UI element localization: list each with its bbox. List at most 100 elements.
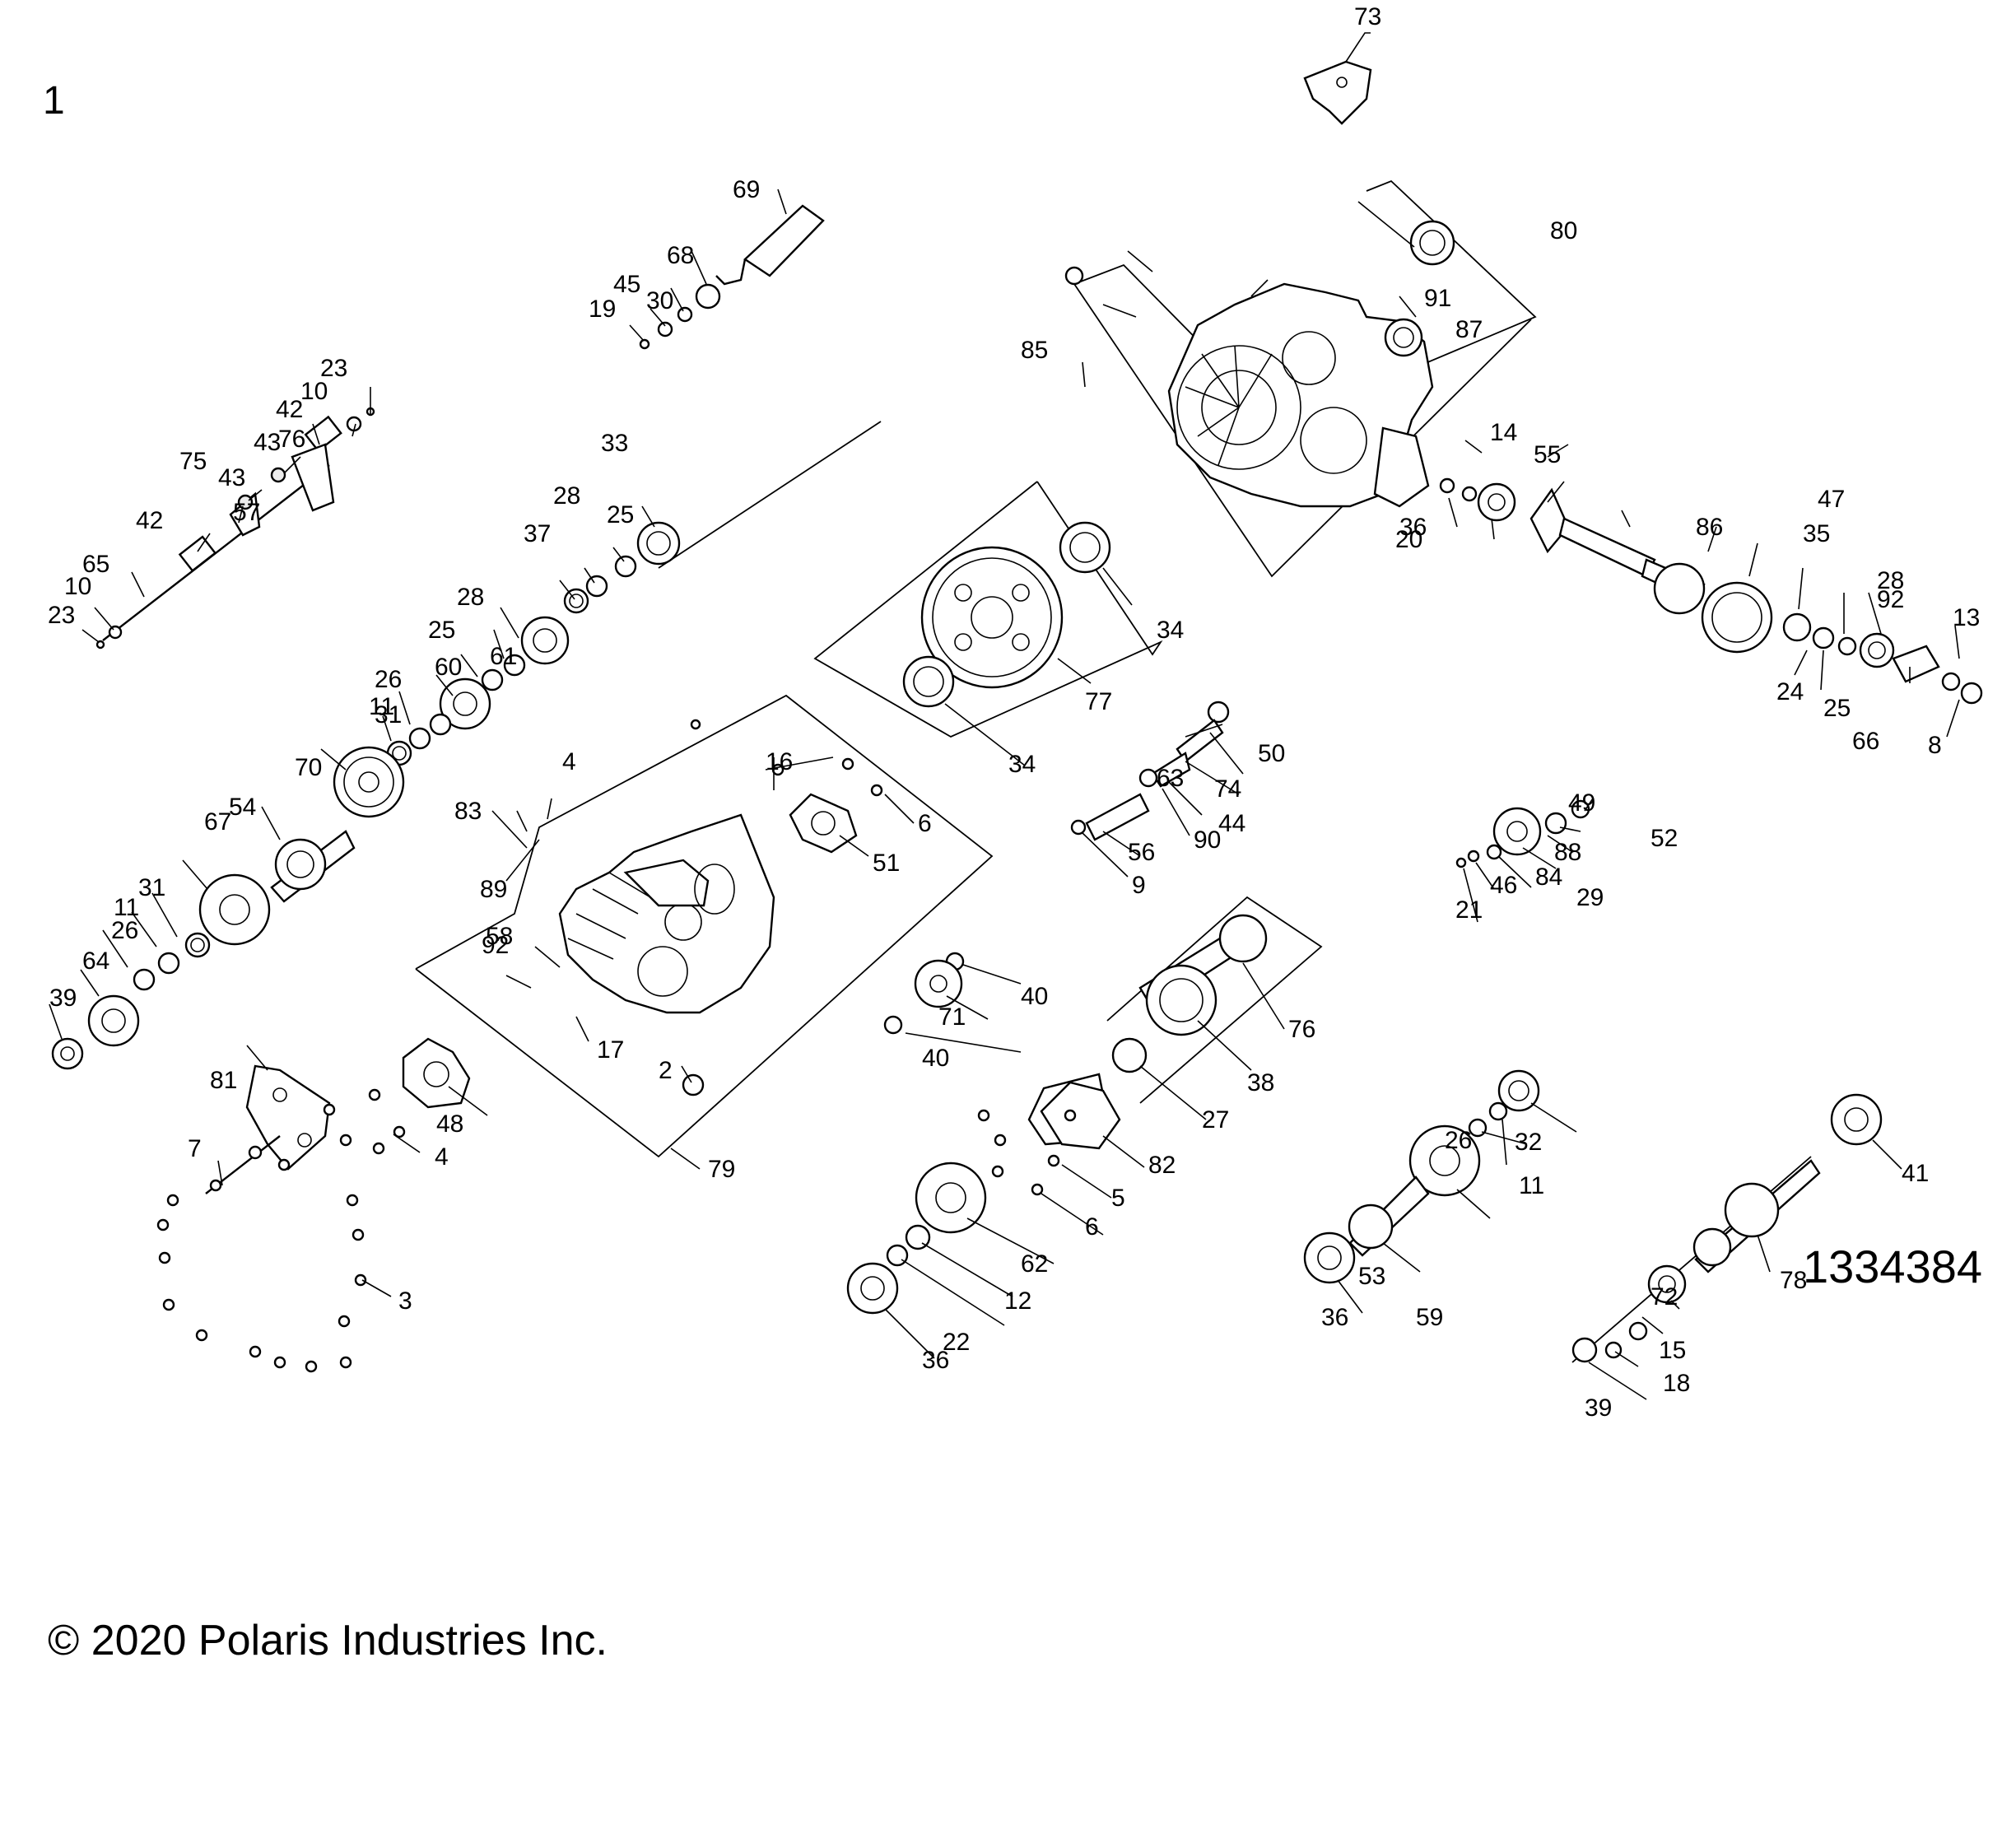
callout: 43 <box>254 429 281 456</box>
callout: 19 <box>589 296 616 323</box>
callout: 31 <box>138 874 165 901</box>
callout: 72 <box>1651 1283 1678 1311</box>
callout: 20 <box>1395 526 1422 553</box>
bracket-81-b <box>1073 283 1532 578</box>
callout: 74 <box>1214 775 1241 803</box>
callout-labels: 1 2 3 4 4 5 6 6 7 8 9 10 10 11 11 11 12 … <box>48 3 1980 1422</box>
callout: 92 <box>482 932 509 959</box>
callout: 79 <box>708 1156 735 1183</box>
callout: 33 <box>601 430 628 457</box>
bracket-77 <box>1106 896 1323 1104</box>
callout: 78 <box>1780 1267 1807 1294</box>
callout: 77 <box>1085 688 1112 715</box>
callout: 11 <box>1519 1172 1544 1199</box>
callout: 48 <box>436 1110 463 1138</box>
callout: 89 <box>480 876 507 903</box>
callout: 92 <box>1877 586 1904 613</box>
callout: 11 <box>114 894 139 921</box>
callout: 22 <box>943 1329 970 1356</box>
callout: 65 <box>82 551 109 578</box>
callout: 25 <box>607 501 634 528</box>
callout: 6 <box>1085 1213 1099 1241</box>
callout: 35 <box>1803 520 1830 547</box>
callout: 30 <box>646 287 673 314</box>
callout: 71 <box>938 1003 966 1031</box>
covers-and-brackets <box>245 60 1372 1171</box>
callout: 29 <box>1576 884 1604 911</box>
callout: 61 <box>490 643 517 670</box>
callout: 28 <box>1877 567 1904 594</box>
axis-line-upper-shaft <box>658 421 882 569</box>
callout: 70 <box>295 754 322 781</box>
callout: 56 <box>1128 839 1155 866</box>
callout: 87 <box>1455 316 1483 343</box>
callout: 24 <box>1776 678 1804 705</box>
callout: 14 <box>1490 419 1517 446</box>
callout: 5 <box>1111 1185 1125 1212</box>
callout: 34 <box>1008 751 1036 778</box>
upper-shaft-gears <box>51 521 681 1070</box>
callout: 55 <box>1534 441 1561 468</box>
callout: 59 <box>1416 1304 1443 1331</box>
callout: 50 <box>1258 740 1285 767</box>
callout: 28 <box>553 482 580 510</box>
callout: 83 <box>454 798 482 825</box>
callout: 38 <box>1247 1069 1274 1096</box>
callout: 40 <box>922 1045 949 1072</box>
callout: 36 <box>1399 514 1427 541</box>
callout: 58 <box>486 923 513 950</box>
callout: 23 <box>48 602 75 629</box>
callout: 10 <box>64 573 91 600</box>
callout: 69 <box>733 176 760 203</box>
assembly-brackets <box>415 179 1812 1363</box>
callout: 21 <box>1455 896 1483 924</box>
callout: 8 <box>1928 732 1942 759</box>
lower-gear-groups <box>846 914 1883 1363</box>
ring-gear-group <box>902 521 1111 708</box>
callout: 90 <box>1194 826 1221 854</box>
callout: 6 <box>918 810 932 837</box>
callout: 81 <box>210 1067 237 1094</box>
callout: 36 <box>1321 1304 1348 1331</box>
callout: 39 <box>1585 1394 1612 1422</box>
copyright-notice: © 2020 Polaris Industries Inc. <box>48 1617 608 1664</box>
callout: 64 <box>82 947 109 975</box>
callout: 52 <box>1651 825 1678 852</box>
callout: 60 <box>435 654 462 681</box>
callout: 88 <box>1554 839 1581 866</box>
callout: 26 <box>1445 1127 1472 1154</box>
callout: 26 <box>111 917 138 944</box>
callout: 47 <box>1818 486 1845 513</box>
callout: 76 <box>1288 1016 1315 1043</box>
callout: 76 <box>278 426 305 453</box>
callout: 3 <box>398 1287 412 1315</box>
callout: 16 <box>766 748 793 775</box>
callout: 11 <box>369 693 394 720</box>
callout: 73 <box>1354 3 1381 30</box>
callout: 91 <box>1424 285 1451 312</box>
callout: 25 <box>1823 695 1851 722</box>
callout: 27 <box>1202 1106 1229 1134</box>
bracket-78 <box>813 481 1163 738</box>
shift-fork-group <box>95 407 375 649</box>
callout: 66 <box>1852 728 1879 755</box>
callout: 45 <box>613 271 640 298</box>
callout: 37 <box>524 520 551 547</box>
callout: 4 <box>435 1143 449 1171</box>
callout: 62 <box>1021 1250 1048 1278</box>
callout: 31 <box>375 701 402 729</box>
callout: 32 <box>1515 1129 1542 1156</box>
callout: 2 <box>659 1057 673 1084</box>
bracket-79 <box>1571 1156 1812 1363</box>
callout: 40 <box>1021 983 1048 1010</box>
page-index: 1 <box>43 79 65 123</box>
callout: 51 <box>873 850 900 877</box>
callout: 67 <box>204 808 231 836</box>
callout: 41 <box>1902 1160 1929 1187</box>
callout: 86 <box>1696 514 1723 541</box>
callout: 43 <box>218 464 245 491</box>
callout: 12 <box>1004 1287 1031 1315</box>
housing-left <box>558 813 775 1014</box>
callout: 57 <box>233 499 260 526</box>
